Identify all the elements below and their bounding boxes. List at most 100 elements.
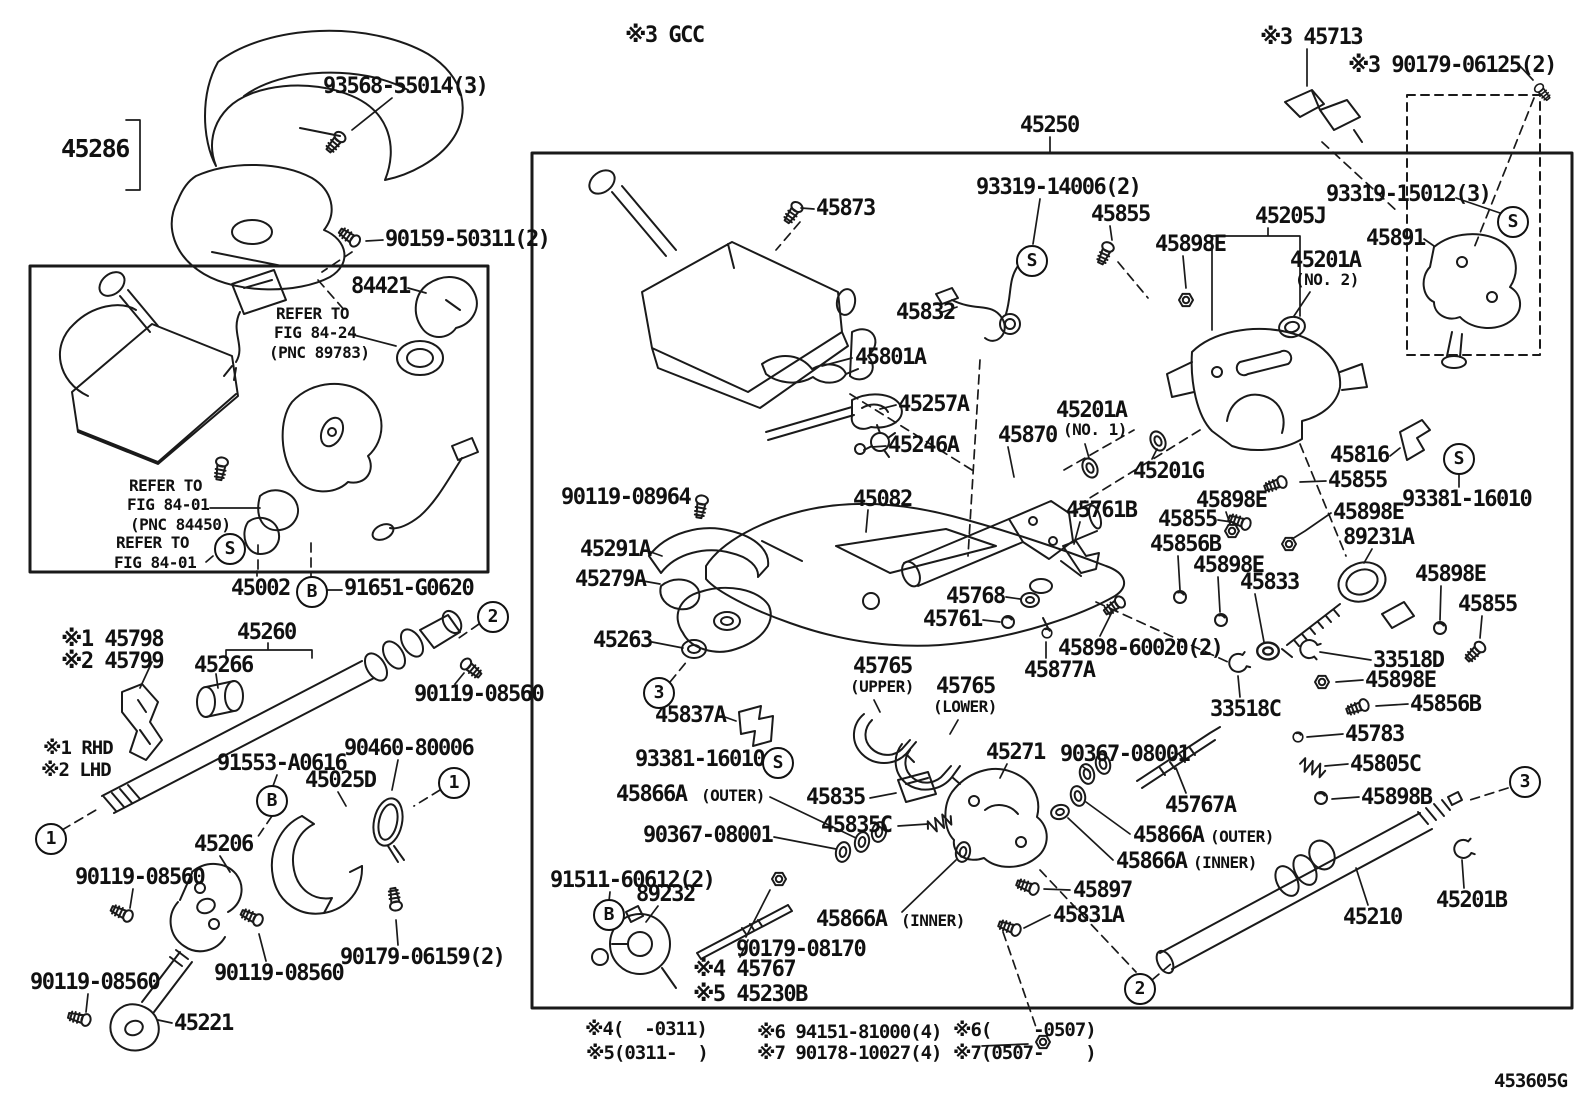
part-label: 45002	[231, 576, 291, 601]
part-label: 45891	[1366, 226, 1426, 251]
part-label: (INNER)	[1193, 853, 1257, 872]
part-label: ※6( -0507)	[953, 1019, 1097, 1041]
part-label: 45805C	[1350, 752, 1422, 777]
ref-marker: B	[593, 899, 625, 931]
part-label: 45866A	[1133, 823, 1205, 848]
part-label: 45816	[1330, 443, 1390, 468]
part-label: FIG 84-01	[127, 495, 210, 514]
part-label: 45783	[1345, 722, 1405, 747]
part-label: 45870	[998, 423, 1058, 448]
part-label: 45833	[1240, 570, 1300, 595]
part-label: 90119-08560	[414, 682, 545, 707]
part-label: ※3 45713	[1260, 25, 1364, 50]
part-label: 89232	[636, 882, 696, 907]
part-label: 33518C	[1210, 697, 1282, 722]
ref-marker: S	[214, 533, 246, 565]
ref-marker: B	[296, 576, 328, 608]
part-label: 93319-15012(3)	[1326, 182, 1492, 207]
ref-marker: 2	[1124, 973, 1156, 1005]
part-label: ※7(0507- )	[953, 1042, 1097, 1064]
part-label: 45835	[806, 785, 866, 810]
part-label: 45201B	[1436, 888, 1508, 913]
part-label: 90119-08560	[75, 865, 206, 890]
part-label: ※5(0311- )	[586, 1042, 709, 1064]
part-label: ※7 90178-10027(4)	[757, 1042, 942, 1064]
part-label: 45201G	[1133, 459, 1205, 484]
part-label: REFER TO	[276, 304, 350, 323]
ref-marker: 3	[1509, 766, 1541, 798]
part-label: 90159-50311(2)	[385, 227, 551, 252]
ref-marker: B	[256, 785, 288, 817]
part-label: 45206	[194, 832, 254, 857]
sub-assembly-box-45002	[28, 264, 490, 574]
part-label: 45767A	[1165, 793, 1237, 818]
part-label: 33518D	[1373, 648, 1445, 673]
part-label: 90119-08560	[30, 970, 161, 995]
part-label: 45257A	[898, 392, 970, 417]
part-label: ※5 45230B	[693, 982, 808, 1007]
ref-marker: 3	[643, 677, 675, 709]
part-label: 45897	[1073, 878, 1133, 903]
part-label: 89231A	[1343, 525, 1415, 550]
part-label: 45210	[1343, 905, 1403, 930]
part-label: 45266	[194, 653, 254, 678]
ref-marker: 2	[477, 601, 509, 633]
part-label: 45866A	[816, 907, 888, 932]
part-label: (UPPER)	[850, 677, 914, 696]
part-label: 45855	[1328, 468, 1388, 493]
part-label: 45801A	[855, 345, 927, 370]
part-label: ※1 45798	[61, 627, 165, 652]
part-label: ※4 45767	[693, 957, 797, 982]
part-label: 90367-08001	[643, 823, 774, 848]
main-assembly-box-45250	[530, 151, 1574, 1010]
part-label: 45082	[853, 487, 913, 512]
part-label: 45761	[923, 607, 983, 632]
part-label: ※1 RHD	[43, 737, 114, 759]
part-label: FIG 84-01	[114, 553, 197, 572]
part-label: 93319-14006(2)	[976, 175, 1142, 200]
main-shaft-art	[66, 609, 485, 1052]
part-label: 84421	[351, 274, 411, 299]
column-cover-art	[170, 29, 464, 291]
part-label: 91651-G0620	[344, 576, 475, 601]
part-label: 45835C	[821, 813, 893, 838]
part-label: FIG 84-24	[274, 323, 357, 342]
part-label: 45201A	[1290, 248, 1362, 273]
part-label: 45898E	[1196, 488, 1268, 513]
part-label: 45279A	[575, 567, 647, 592]
part-label: (PNC 89783)	[269, 343, 370, 362]
part-label: 45855	[1458, 592, 1518, 617]
part-label: 45221	[174, 1011, 234, 1036]
part-label: (NO. 2)	[1295, 270, 1359, 289]
part-label: 45263	[593, 628, 653, 653]
part-label: 453605G	[1494, 1070, 1568, 1092]
part-label: 45286	[61, 134, 130, 163]
leader-lines	[85, 48, 1534, 1047]
column-assembly-art	[588, 89, 1521, 989]
part-label: 45768	[946, 584, 1006, 609]
part-label: (INNER)	[901, 911, 965, 930]
part-label: 45201A	[1056, 398, 1128, 423]
part-label: 91553-A0616	[217, 751, 348, 776]
part-label: 93568-55014(3)	[323, 74, 489, 99]
part-label: 45855	[1158, 507, 1218, 532]
ref-marker: S	[1443, 443, 1475, 475]
ref-marker: S	[1016, 245, 1048, 277]
part-label: ※6 94151-81000(4)	[757, 1021, 942, 1043]
part-label: 45866A	[1116, 849, 1188, 874]
part-label: 45877A	[1024, 658, 1096, 683]
part-label: 45291A	[580, 537, 652, 562]
part-label: (LOWER)	[933, 697, 997, 716]
part-label: 45832	[896, 300, 956, 325]
part-label: 45898E	[1193, 553, 1265, 578]
ref-marker: S	[1497, 206, 1529, 238]
part-label: 45866A	[616, 782, 688, 807]
part-label: 45898E	[1333, 500, 1405, 525]
part-label: 90119-08560	[214, 961, 345, 986]
part-label: 45837A	[655, 703, 727, 728]
ref-marker: 1	[35, 823, 67, 855]
ref-marker: S	[762, 747, 794, 779]
part-label: 45855	[1091, 202, 1151, 227]
part-label: 91511-60612(2)	[550, 868, 716, 893]
